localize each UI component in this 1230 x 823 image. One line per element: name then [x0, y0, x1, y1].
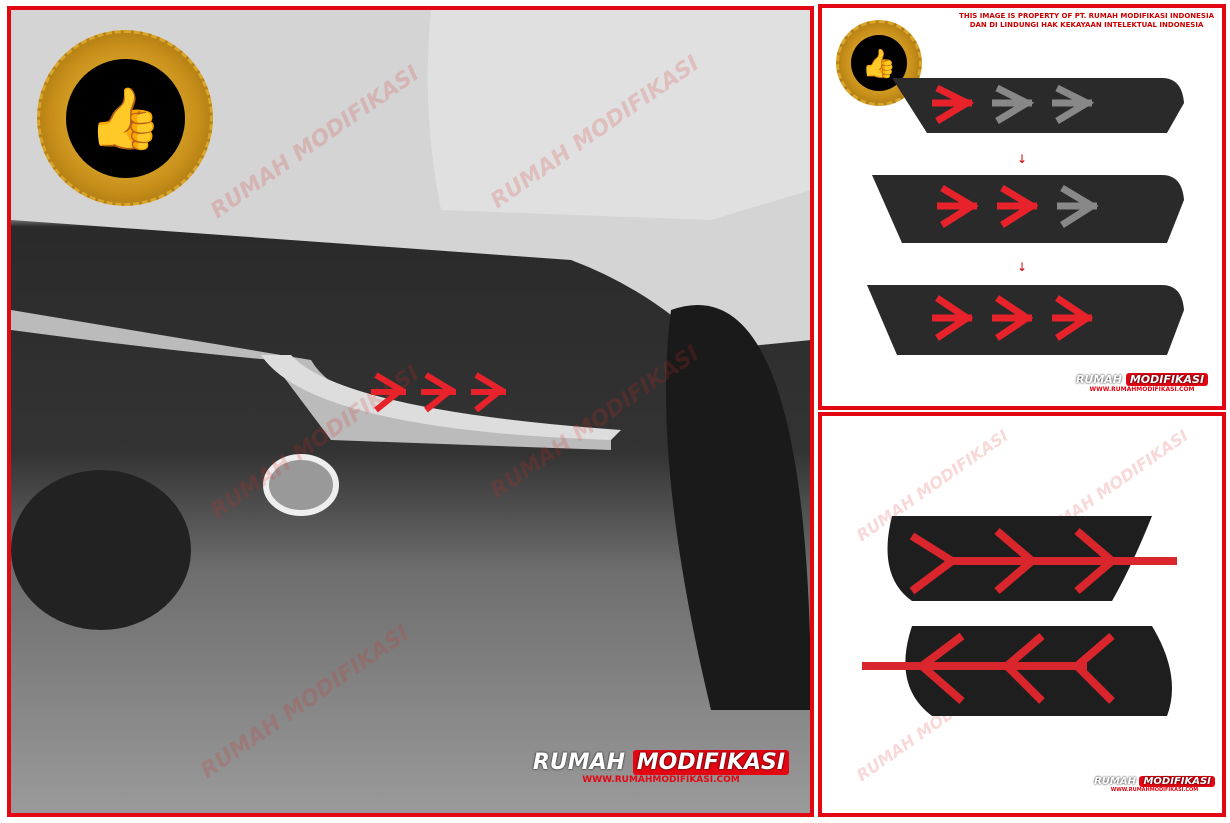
lamp-sequence-panel: THIS IMAGE IS PROPERTY OF PT. RUMAH MODI… — [818, 4, 1226, 410]
lamp-stage-3 — [867, 285, 1184, 355]
lamp-stage-2 — [872, 175, 1184, 243]
brand-logo: RUMAH MODIFIKASI WWW.RUMAHMODIFIKASI.COM — [1072, 373, 1212, 393]
brand-logo: RUMAH MODIFIKASI WWW.RUMAHMODIFIKASI.COM — [1092, 776, 1217, 793]
product-photo-panel: RUMAH MODIFIKASI RUMAH MODIFIKASI RUMAH … — [818, 412, 1226, 817]
quality-badge: 👍 — [37, 30, 213, 206]
car-rear-photo-panel: RUMAH MODIFIKASI RUMAH MODIFIKASI RUMAH … — [7, 6, 814, 817]
brand-logo: RUMAH MODIFIKASI WWW.RUMAHMODIFIKASI.COM — [521, 750, 801, 785]
thumbs-up-icon: 👍 — [65, 58, 185, 178]
arrow-down-icon: ↓ — [1017, 152, 1027, 166]
lamp-sequence: ↓ ↓ — [867, 78, 1184, 355]
lamp-pair-photo — [862, 516, 1177, 716]
lamp-upper — [887, 516, 1177, 601]
lamp-stage-1 — [892, 78, 1184, 133]
car-rear-illustration — [11, 10, 810, 710]
copyright-notice: THIS IMAGE IS PROPERTY OF PT. RUMAH MODI… — [959, 12, 1214, 29]
arrow-down-icon: ↓ — [1017, 260, 1027, 274]
lamp-lower — [862, 626, 1172, 716]
reflector-lamp — [371, 372, 507, 413]
